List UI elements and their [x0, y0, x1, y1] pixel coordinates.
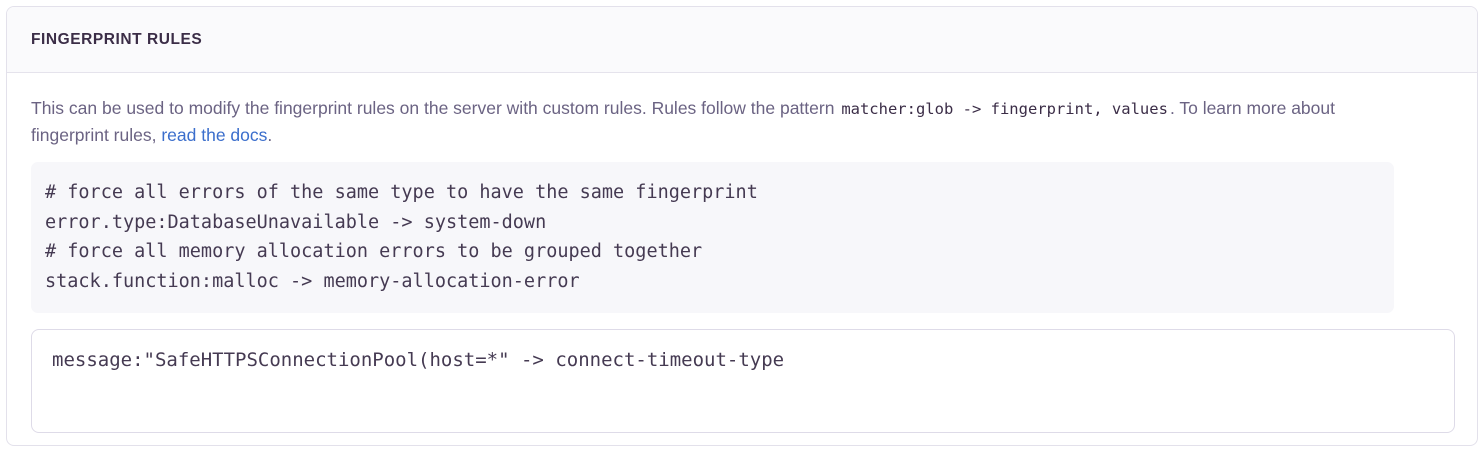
panel-body: This can be used to modify the fingerpri… — [7, 73, 1477, 433]
example-code-block: # force all errors of the same type to h… — [31, 162, 1394, 313]
description-text-after: . To learn more about fingerprint rules, — [31, 98, 1335, 145]
description-text: This can be used to modify the fingerpri… — [31, 95, 1391, 148]
description-text-end: . — [267, 125, 273, 145]
page-title: FINGERPRINT RULES — [31, 30, 203, 48]
fingerprint-rules-input[interactable] — [31, 329, 1455, 433]
panel-header: FINGERPRINT RULES — [7, 7, 1477, 73]
fingerprint-rules-panel: FINGERPRINT RULES This can be used to mo… — [6, 6, 1478, 446]
description-text-before: This can be used to modify the fingerpri… — [31, 98, 840, 118]
example-code-text: # force all errors of the same type to h… — [45, 182, 758, 292]
read-the-docs-link[interactable]: read the docs — [161, 125, 268, 145]
inline-code-pattern: matcher:glob -> fingerprint, values — [841, 100, 1168, 118]
